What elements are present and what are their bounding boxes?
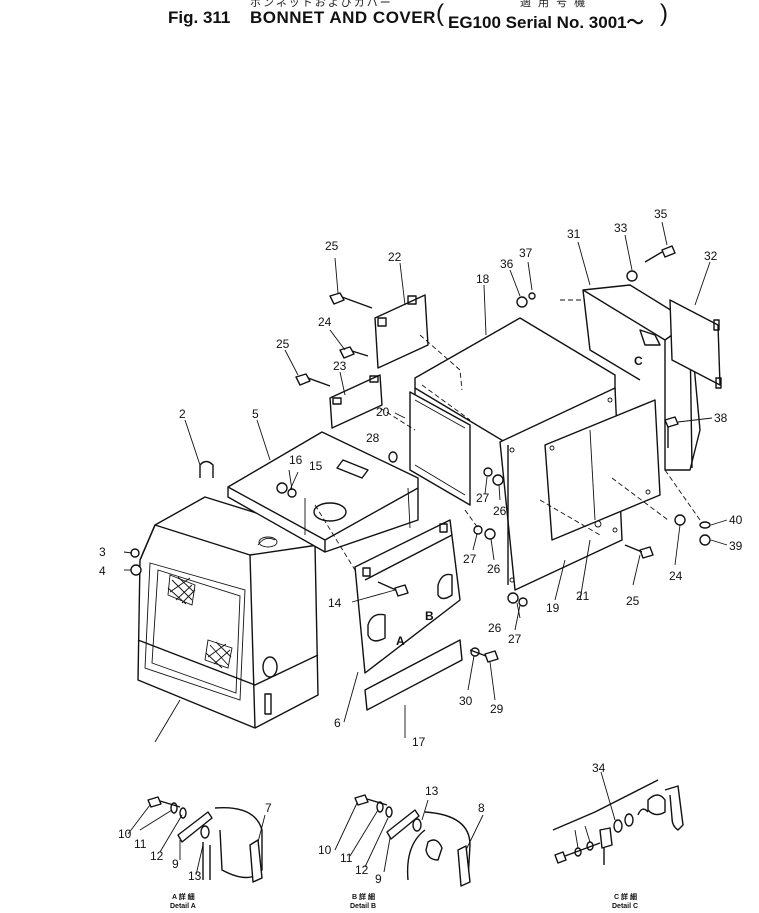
callout: 12 (355, 863, 369, 877)
top-cover-5 (227, 431, 419, 553)
callout: 24 (318, 315, 332, 329)
callout: 8 (478, 801, 485, 815)
callout: 32 (704, 249, 718, 263)
callout: 26 (488, 621, 502, 635)
callout: 2 (179, 407, 186, 421)
callout: 23 (333, 359, 347, 373)
callout: 3 (99, 545, 106, 559)
callout: 18 (476, 272, 490, 286)
callout-labels: 2 3 4 5 6 14 15 16 17 18 19 20 21 22 23 … (99, 207, 743, 886)
callout: 25 (276, 337, 290, 351)
callout: 13 (188, 869, 202, 883)
callout: 15 (309, 459, 323, 473)
callout: 27 (463, 552, 477, 566)
callout: 4 (99, 564, 106, 578)
callout: 9 (172, 857, 179, 871)
handle-2 (199, 460, 214, 478)
callout: 11 (340, 851, 353, 865)
callout: 25 (626, 594, 640, 608)
callout: 21 (576, 589, 590, 603)
callout: 28 (366, 431, 380, 445)
callout: 26 (493, 504, 507, 518)
callout: 37 (519, 246, 533, 260)
callout: 35 (654, 207, 668, 221)
callout: 27 (508, 632, 522, 646)
detail-a-en: Detail A (170, 903, 196, 910)
view-mark-b: B (425, 609, 434, 623)
callout: 26 (487, 562, 501, 576)
callout: 39 (729, 539, 743, 553)
callout: 19 (546, 601, 560, 615)
detail-c-en: Detail C (612, 903, 638, 910)
lower-plate-17 (364, 639, 463, 711)
callout: 31 (567, 227, 581, 241)
detail-b-jp: B 詳 細 (352, 892, 375, 901)
callout: 29 (490, 702, 504, 716)
callout: 24 (669, 569, 683, 583)
applicability-japanese: 適 用 号 機 (520, 0, 588, 9)
callout: 36 (500, 257, 514, 271)
callout: 33 (614, 221, 628, 235)
callout: 27 (476, 491, 490, 505)
callout: 38 (714, 411, 728, 425)
leader-1 (154, 699, 181, 743)
open-paren: ( (436, 0, 444, 27)
callout: 16 (289, 453, 303, 467)
small-cover-23 (329, 374, 383, 429)
title-japanese: ボンネットおよびカバー (250, 0, 393, 9)
callout: 7 (265, 801, 272, 815)
detail-b: B 詳 細 Detail B (334, 794, 484, 910)
figure-number: Fig. 311 (168, 8, 231, 27)
callout: 30 (459, 694, 473, 708)
mesh-grille-upper (167, 574, 196, 606)
detail-c: C 詳 細 Detail C (552, 771, 684, 910)
callout: 9 (375, 872, 382, 886)
callout: 12 (150, 849, 164, 863)
callout: 5 (252, 407, 259, 421)
serial-range: EG100 Serial No. 3001～ (448, 13, 644, 32)
side-panel-20 (409, 391, 471, 506)
detail-c-jp: C 詳 細 (614, 892, 637, 901)
cover-plate-21 (544, 399, 661, 541)
view-mark-a: A (396, 634, 405, 648)
rear-plate-32 (669, 299, 722, 389)
callout: 10 (318, 843, 332, 857)
callout: 11 (134, 837, 147, 851)
callout: 13 (425, 784, 439, 798)
leader-lines (123, 221, 728, 738)
detail-a-jp: A 詳 細 (172, 892, 195, 901)
callout: 20 (376, 405, 390, 419)
view-mark-c: C (634, 354, 643, 368)
detail-a: A 詳 細 Detail A (127, 796, 266, 910)
mesh-grille-lower (204, 639, 233, 669)
bonnet-rear-box (137, 496, 319, 729)
callout: 22 (388, 250, 402, 264)
callout: 10 (118, 827, 132, 841)
callout: 17 (412, 735, 426, 749)
figure-header: ボンネットおよびカバー 適 用 号 機 Fig. 311 BONNET AND … (0, 0, 759, 32)
callout: 25 (325, 239, 339, 253)
figure-title: BONNET AND COVER (250, 8, 436, 27)
side-door-6: A B (354, 519, 461, 674)
fasteners (130, 245, 711, 663)
assembly-lines (314, 299, 701, 571)
callout: 6 (334, 716, 341, 730)
close-paren: ) (660, 0, 668, 27)
callout: 14 (328, 596, 342, 610)
callout: 40 (729, 513, 743, 527)
detail-b-en: Detail B (350, 903, 376, 910)
small-cover-22 (374, 294, 429, 369)
callout: 34 (592, 761, 606, 775)
